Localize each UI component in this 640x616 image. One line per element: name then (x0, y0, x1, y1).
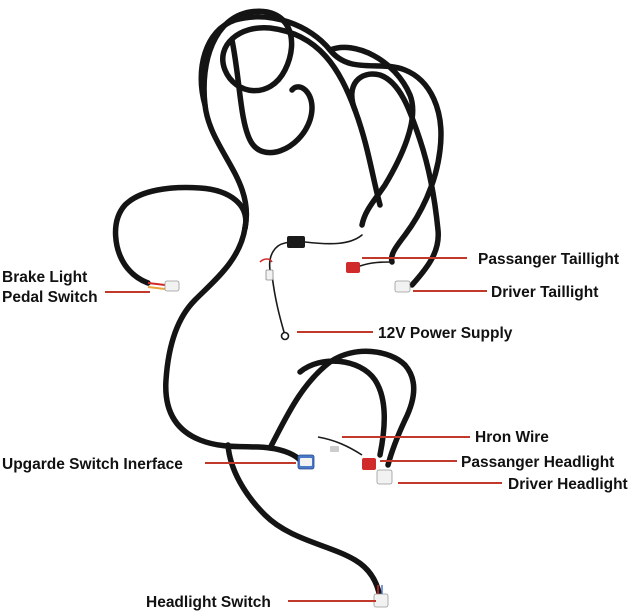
label-driver-headlight: Driver Headlight (508, 476, 628, 493)
labels: Brake Light Pedal Switch Passanger Taill… (2, 251, 628, 611)
headlight-switch-connector-icon (373, 593, 389, 608)
horn-terminal-icon (330, 446, 339, 452)
harness-cable (112, 8, 444, 601)
power-supply-wires (259, 234, 363, 341)
passanger-taillight-connector-icon (346, 262, 360, 273)
driver-taillight-connector-icon (394, 280, 411, 293)
ring-terminal (280, 331, 290, 341)
passanger-headlight-connector-icon (362, 458, 376, 470)
brake-connector-icon (164, 280, 180, 292)
fuse-holder (287, 236, 305, 248)
label-power-supply: 12V Power Supply (378, 325, 513, 342)
power-connector-icon (265, 269, 274, 281)
connectors (147, 261, 415, 608)
label-passanger-headlight: Passanger Headlight (461, 454, 614, 471)
label-passanger-taillight: Passanger Taillight (478, 251, 619, 268)
label-upgarde-switch: Upgarde Switch Inerface (2, 456, 183, 473)
label-driver-taillight: Driver Taillight (491, 284, 598, 301)
driver-headlight-connector-icon (376, 469, 393, 485)
label-headlight-switch: Headlight Switch (146, 594, 271, 611)
label-hron-wire: Hron Wire (475, 429, 549, 446)
label-brake-light: Brake Light (2, 269, 87, 286)
label-pedal-switch: Pedal Switch (2, 289, 98, 306)
leader-lines (105, 257, 502, 602)
